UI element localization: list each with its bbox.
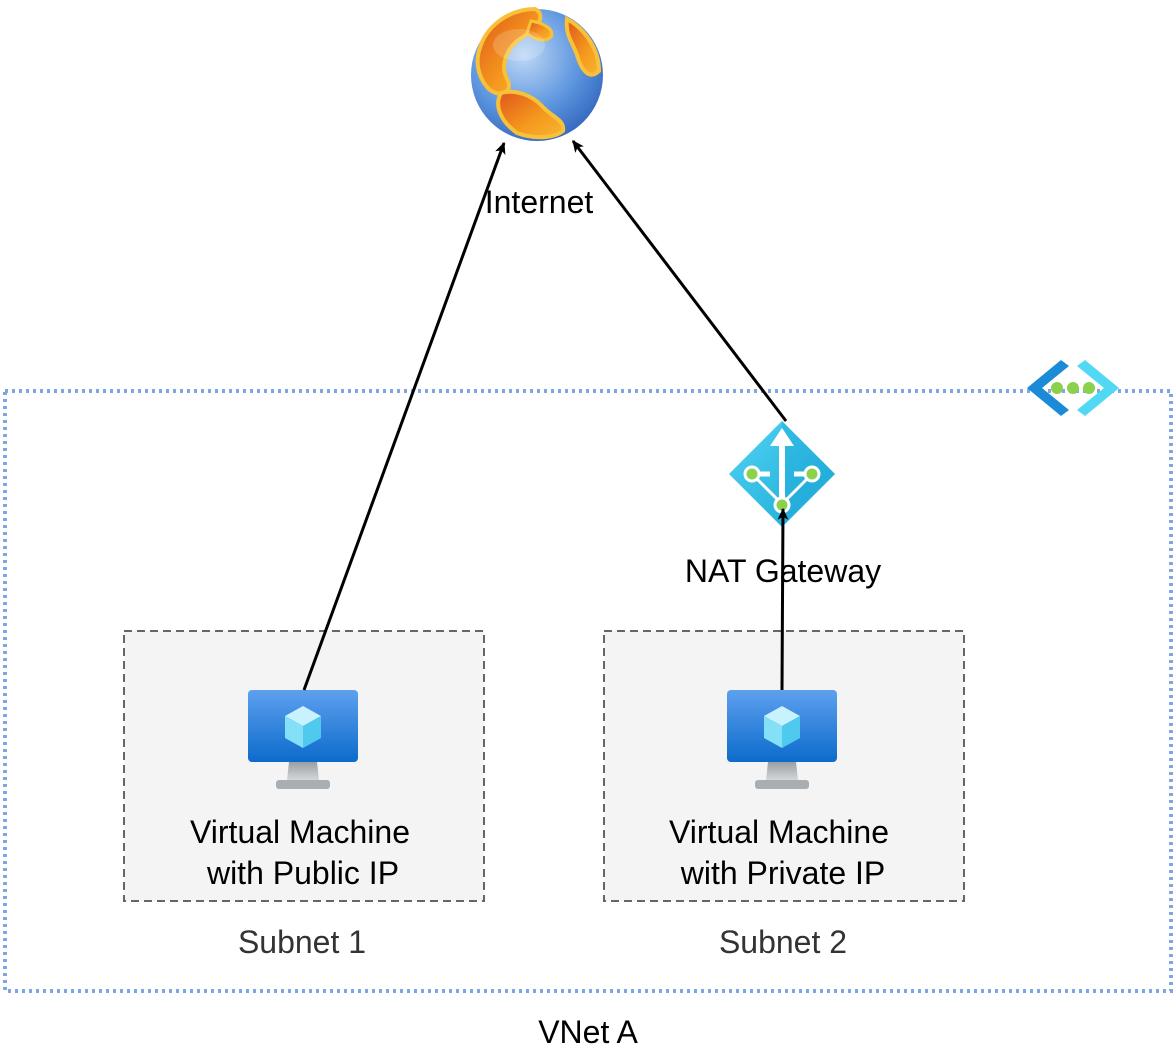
nat-gateway-label: NAT Gateway <box>685 553 881 589</box>
edge-vm-private-to-nat <box>777 507 789 691</box>
edge-nat-to-internet <box>571 140 788 422</box>
subnet-2-label: Subnet 2 <box>719 924 847 960</box>
vnet-label: VNet A <box>538 1014 638 1050</box>
vm-private-label-line1: Virtual Machine <box>669 814 889 850</box>
virtual-machine-icon <box>727 690 837 789</box>
vm-public-label-line1: Virtual Machine <box>190 814 410 850</box>
vnet-group-border <box>3 389 1173 993</box>
edge-vm-public-to-internet <box>302 141 506 691</box>
globe-icon <box>471 6 603 141</box>
nat-gateway-icon <box>729 421 835 527</box>
internet-label: Internet <box>485 184 594 220</box>
virtual-network-icon <box>1027 360 1119 416</box>
vm-private-label-line2: with Private IP <box>680 855 886 891</box>
vm-public-label-line2: with Public IP <box>206 855 399 891</box>
subnet-1-label: Subnet 1 <box>238 924 366 960</box>
virtual-machine-icon <box>248 690 358 789</box>
